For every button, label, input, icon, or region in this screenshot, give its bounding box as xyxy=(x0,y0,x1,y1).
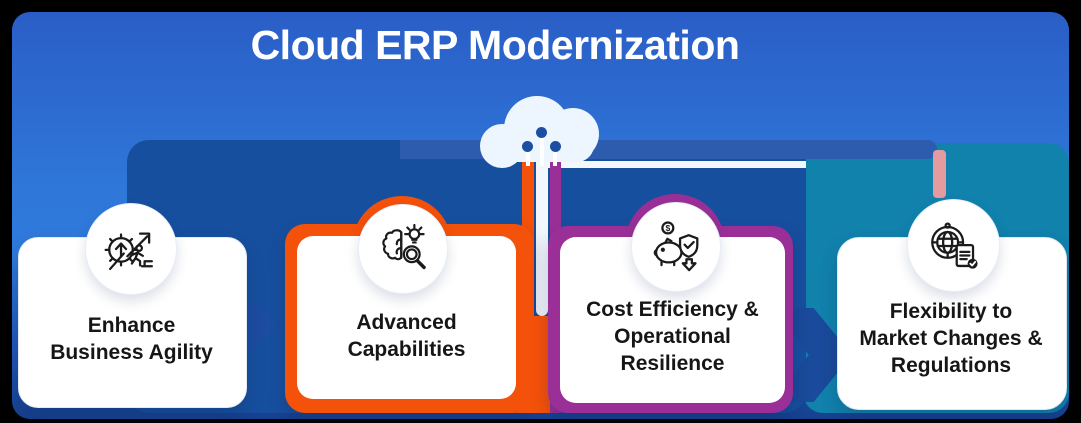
svg-text:$: $ xyxy=(665,223,670,233)
piggybank-shield-check-icon: $ xyxy=(631,202,721,292)
cloud-node-dot xyxy=(536,127,547,138)
card-title-line: Cost Efficiency & xyxy=(586,298,759,321)
cloud-node-dot xyxy=(550,141,561,152)
node-stem xyxy=(553,150,557,166)
card-title-line: Regulations xyxy=(890,354,1012,377)
card-title-line: Operational xyxy=(614,325,731,348)
branch-line-salmon xyxy=(933,150,946,198)
card-title-line: Capabilities xyxy=(347,338,466,361)
card-advanced-capabilities-frame-step xyxy=(517,316,550,413)
card-title: Cost Efficiency & Operational Resilience xyxy=(560,296,785,377)
card-title-line: Resilience xyxy=(620,352,725,375)
connector-orange xyxy=(522,158,534,244)
connector-white xyxy=(536,158,548,316)
globe-document-check-icon xyxy=(907,199,1000,292)
card-title: Flexibility to Market Changes & Regulati… xyxy=(837,298,1065,379)
gear-runner-arrow-icon xyxy=(85,203,177,295)
card-enhance-business-agility xyxy=(18,237,247,408)
brain-bulb-magnifier-icon xyxy=(358,204,448,294)
card-title: Advanced Capabilities xyxy=(297,309,516,363)
page-title: Cloud ERP Modernization xyxy=(250,22,740,68)
card-title-line: Business Agility xyxy=(50,341,213,364)
card-title-line: Market Changes & xyxy=(859,327,1043,350)
card-title: Enhance Business Agility xyxy=(18,312,245,366)
cloud-icon xyxy=(478,96,599,168)
card-title-line: Advanced xyxy=(356,311,457,334)
branch-line-white xyxy=(545,161,806,168)
cloud-node-dot xyxy=(522,141,533,152)
node-stem xyxy=(540,136,544,166)
node-stem xyxy=(526,150,530,166)
card-title-line: Enhance xyxy=(87,314,176,337)
card-title-line: Flexibility to xyxy=(889,300,1013,323)
